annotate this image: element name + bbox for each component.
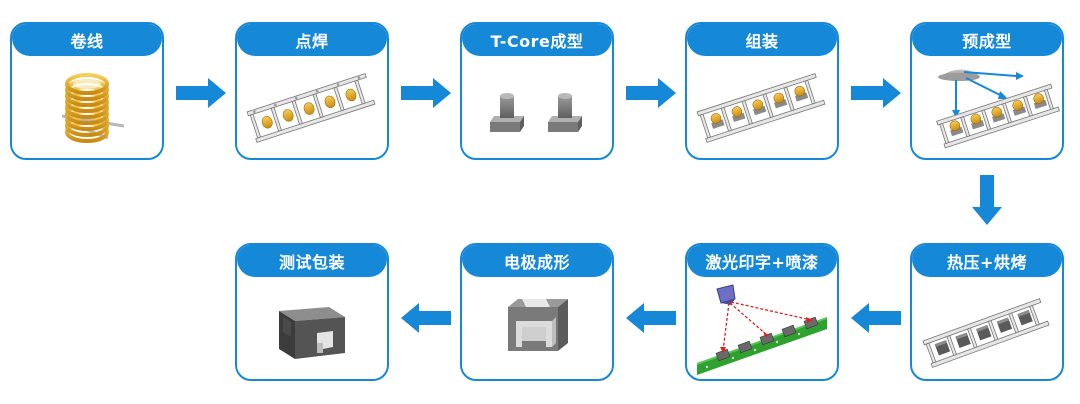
step-label: 卷线 [12, 24, 162, 56]
step-assembly: 组装 [685, 22, 839, 160]
step-hot-press-baking: 热压+烘烤 [910, 243, 1064, 381]
step-t-core-forming: T-Core成型 [460, 22, 614, 160]
step-winding: 卷线 [10, 22, 164, 160]
arrow-right [176, 78, 226, 108]
step-pre-forming: 预成型 [910, 22, 1064, 160]
arrow-left [626, 303, 676, 333]
electrode-icon [508, 299, 568, 351]
arrow-right [851, 78, 901, 108]
step-label: 预成型 [912, 24, 1062, 56]
arrow-left [851, 303, 901, 333]
step-label: 点焊 [237, 24, 387, 56]
step-test-packaging: 测试包装 [235, 243, 389, 381]
arrow-down [972, 175, 1002, 225]
arrow-right [401, 78, 451, 108]
coil-icon [61, 73, 125, 143]
step-label: 电极成形 [462, 245, 612, 277]
arrow-right [626, 78, 676, 108]
step-electrode-forming: 电极成形 [460, 243, 614, 381]
step-spot-welding: 点焊 [235, 22, 389, 160]
step-label: 激光印字+喷漆 [687, 245, 837, 277]
laser-marking-icon [697, 284, 827, 375]
arrow-left [401, 303, 451, 333]
assembled-frame-icon [696, 73, 826, 143]
step-label: 组装 [687, 24, 837, 56]
lead-frame-icon [246, 73, 376, 143]
pressed-frame-icon [922, 298, 1050, 368]
step-laser-marking-spraying: 激光印字+喷漆 [685, 243, 839, 381]
inductor-package-icon [279, 307, 345, 359]
powder-fill-icon [936, 69, 1060, 149]
step-label: 热压+烘烤 [912, 245, 1062, 277]
step-label: 测试包装 [237, 245, 387, 277]
step-label: T-Core成型 [462, 24, 612, 56]
t-core-icon [490, 93, 582, 132]
